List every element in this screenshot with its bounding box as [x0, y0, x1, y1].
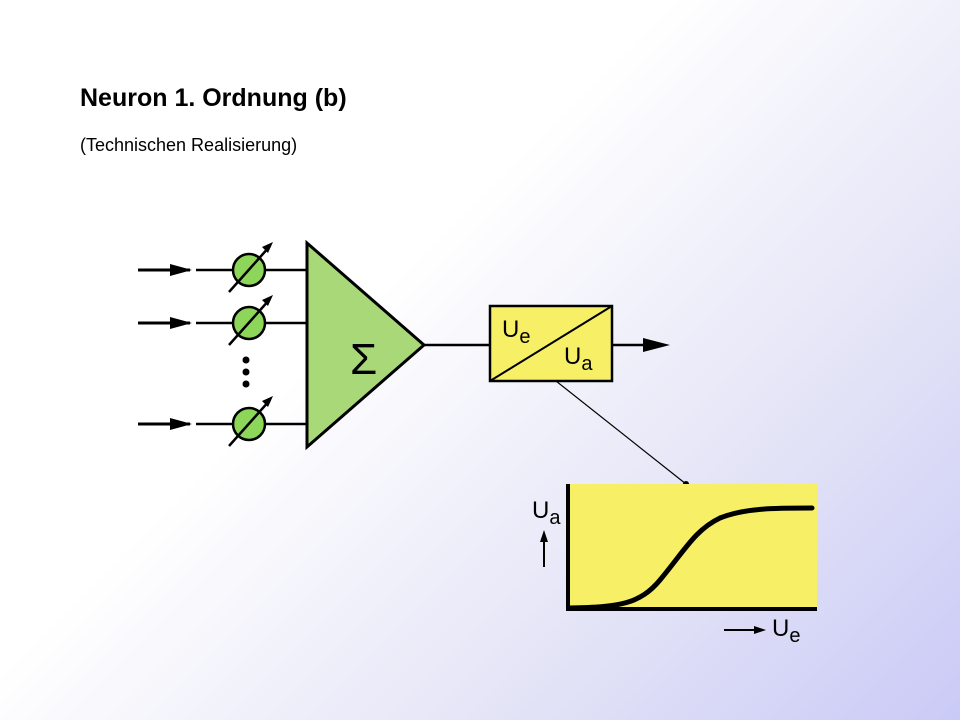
weight-arrow-icon-3 [262, 396, 273, 407]
x-axis-label: Ue [772, 615, 800, 647]
input-signal-1 [138, 264, 307, 276]
input-signal-2 [138, 317, 307, 329]
weight-slider-3 [228, 399, 271, 447]
weight-arrow-icon-2 [262, 295, 273, 306]
converter-diagonal [489, 305, 613, 382]
weight-element-1 [228, 242, 273, 293]
ellipsis-dots [242, 356, 250, 388]
y-axis-label: Ua [532, 497, 561, 529]
characteristic-curve-panel [566, 484, 817, 611]
output-signal [612, 338, 670, 352]
weight-slider-1 [228, 245, 271, 293]
y-axis-arrow-icon [540, 530, 548, 542]
x-axis-arrow-icon [754, 626, 766, 634]
sigmoid-curve [567, 505, 815, 611]
activation-converter: Ue Ua [488, 304, 614, 383]
converter-output-label: Ua [564, 343, 593, 375]
output-arrowhead [643, 338, 670, 352]
slide-subtitle: (Technischen Realisierung) [80, 135, 298, 155]
slide-title: Neuron 1. Ordnung (b) [80, 84, 347, 112]
summing-amplifier: Σ [305, 239, 427, 451]
characteristic-x-label: Ue [724, 615, 800, 647]
input-arrowhead-1 [170, 264, 192, 276]
characteristic-connector [555, 380, 687, 485]
input-arrowhead-2 [170, 317, 192, 329]
characteristic-y-label: Ua [532, 497, 561, 567]
weight-slider-2 [228, 298, 271, 346]
weight-arrow-icon-1 [262, 242, 273, 253]
input-arrowhead-3 [170, 418, 192, 430]
summer-triangle [305, 239, 427, 451]
sigma-icon: Σ [350, 335, 377, 384]
input-signal-3 [138, 418, 307, 430]
characteristic-background [568, 484, 817, 609]
converter-input-label: Ue [502, 316, 530, 348]
weight-element-3 [228, 396, 273, 447]
weight-element-2 [228, 295, 273, 346]
